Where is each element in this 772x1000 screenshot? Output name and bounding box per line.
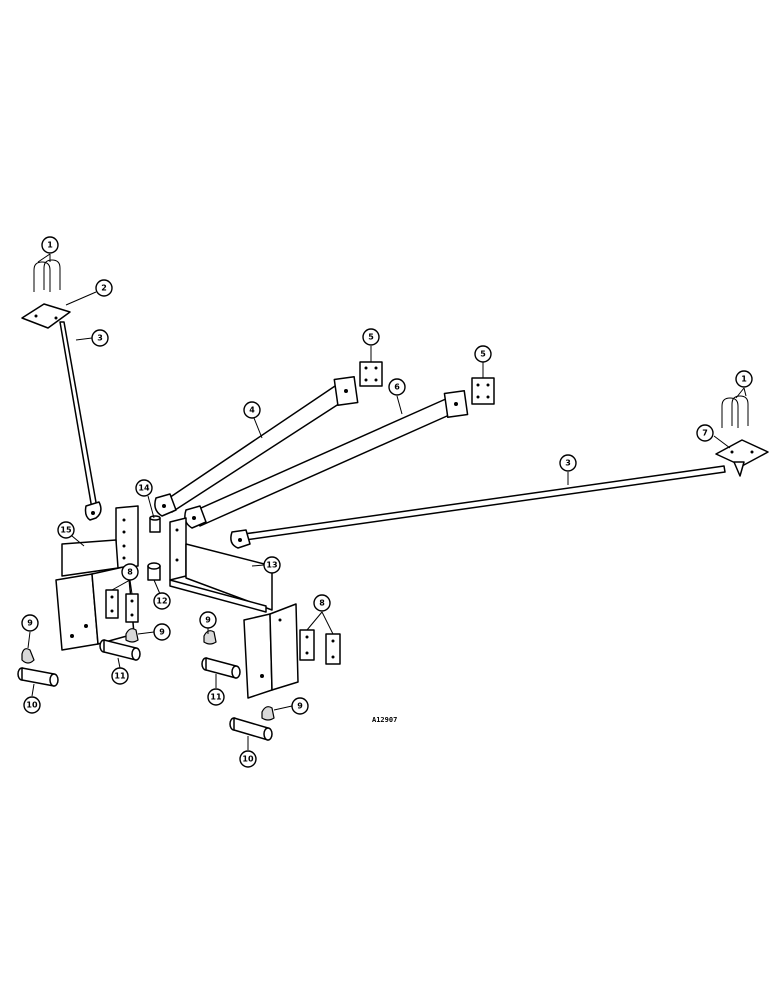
svg-text:4: 4 [249, 406, 255, 415]
callout-1-left: 1 [41, 236, 59, 254]
callout-10-right: 10 [239, 750, 257, 768]
pin-11-left [99, 639, 141, 669]
svg-text:9: 9 [159, 628, 165, 637]
svg-text:1: 1 [47, 241, 53, 250]
clip-2 [125, 628, 155, 643]
drawing-reference-code: A12907 [372, 716, 397, 724]
bushing-12 [147, 562, 161, 595]
callout-13: 13 [263, 556, 281, 574]
callout-5-second: 5 [474, 345, 492, 363]
svg-text:1: 1 [741, 375, 747, 384]
svg-text:11: 11 [210, 693, 222, 702]
pin-10-right [229, 717, 273, 750]
callout-9-first: 9 [21, 614, 39, 632]
callout-11-left: 11 [111, 667, 129, 685]
mounting-bracket-left [55, 505, 139, 651]
callout-10-left: 10 [23, 696, 41, 714]
square-plate-2 [471, 362, 495, 405]
callout-7: 7 [696, 424, 714, 442]
svg-text:13: 13 [266, 561, 277, 570]
svg-text:9: 9 [27, 619, 33, 628]
callout-2: 2 [95, 279, 113, 297]
svg-text:10: 10 [26, 701, 38, 710]
spacer-plates-left [105, 579, 139, 623]
tie-rod-right [230, 465, 726, 549]
svg-text:8: 8 [319, 599, 325, 608]
callout-9-fourth: 9 [291, 697, 309, 715]
callout-5-first: 5 [362, 328, 380, 346]
brace-tube-4 [154, 375, 359, 517]
svg-text:9: 9 [205, 616, 211, 625]
u-bolt-right [721, 387, 749, 428]
square-plate-1 [359, 346, 383, 387]
pin-10-left [17, 667, 59, 697]
svg-text:3: 3 [97, 334, 103, 343]
brace-tube-6 [184, 389, 469, 529]
u-bolt-left [33, 253, 61, 292]
callout-3-right: 3 [559, 454, 577, 472]
svg-text:7: 7 [702, 429, 708, 438]
clamp-plate-right [713, 435, 769, 477]
bushing-14 [147, 495, 161, 533]
svg-text:14: 14 [138, 484, 150, 493]
callout-15: 15 [57, 521, 75, 539]
callout-14: 14 [135, 479, 153, 497]
callout-8-right: 8 [313, 594, 331, 612]
svg-text:15: 15 [60, 526, 72, 535]
callout-9-second: 9 [153, 623, 171, 641]
svg-text:5: 5 [480, 350, 486, 359]
callout-3-left: 3 [91, 329, 109, 347]
svg-text:10: 10 [242, 755, 254, 764]
callout-1-right: 1 [735, 370, 753, 388]
callout-9-third: 9 [199, 611, 217, 629]
tie-rod-left [59, 321, 102, 521]
clamp-plate-left [21, 291, 97, 329]
svg-text:3: 3 [565, 459, 571, 468]
callout-11-right: 11 [207, 688, 225, 706]
svg-text:8: 8 [127, 568, 133, 577]
svg-text:5: 5 [368, 333, 374, 342]
clip-1 [21, 631, 35, 664]
clip-4 [261, 705, 293, 721]
svg-text:12: 12 [156, 597, 167, 606]
pin-11-right [201, 657, 241, 688]
callout-4: 4 [243, 401, 261, 419]
clip-3 [203, 628, 217, 645]
callout-6: 6 [388, 378, 406, 396]
callout-12: 12 [153, 592, 171, 610]
svg-text:11: 11 [114, 672, 126, 681]
spacer-plates-right [299, 611, 341, 665]
svg-text:6: 6 [394, 383, 400, 392]
svg-text:2: 2 [101, 284, 107, 293]
callout-8-left: 8 [121, 563, 139, 581]
mounting-bracket-right [169, 517, 299, 699]
svg-text:9: 9 [297, 702, 303, 711]
